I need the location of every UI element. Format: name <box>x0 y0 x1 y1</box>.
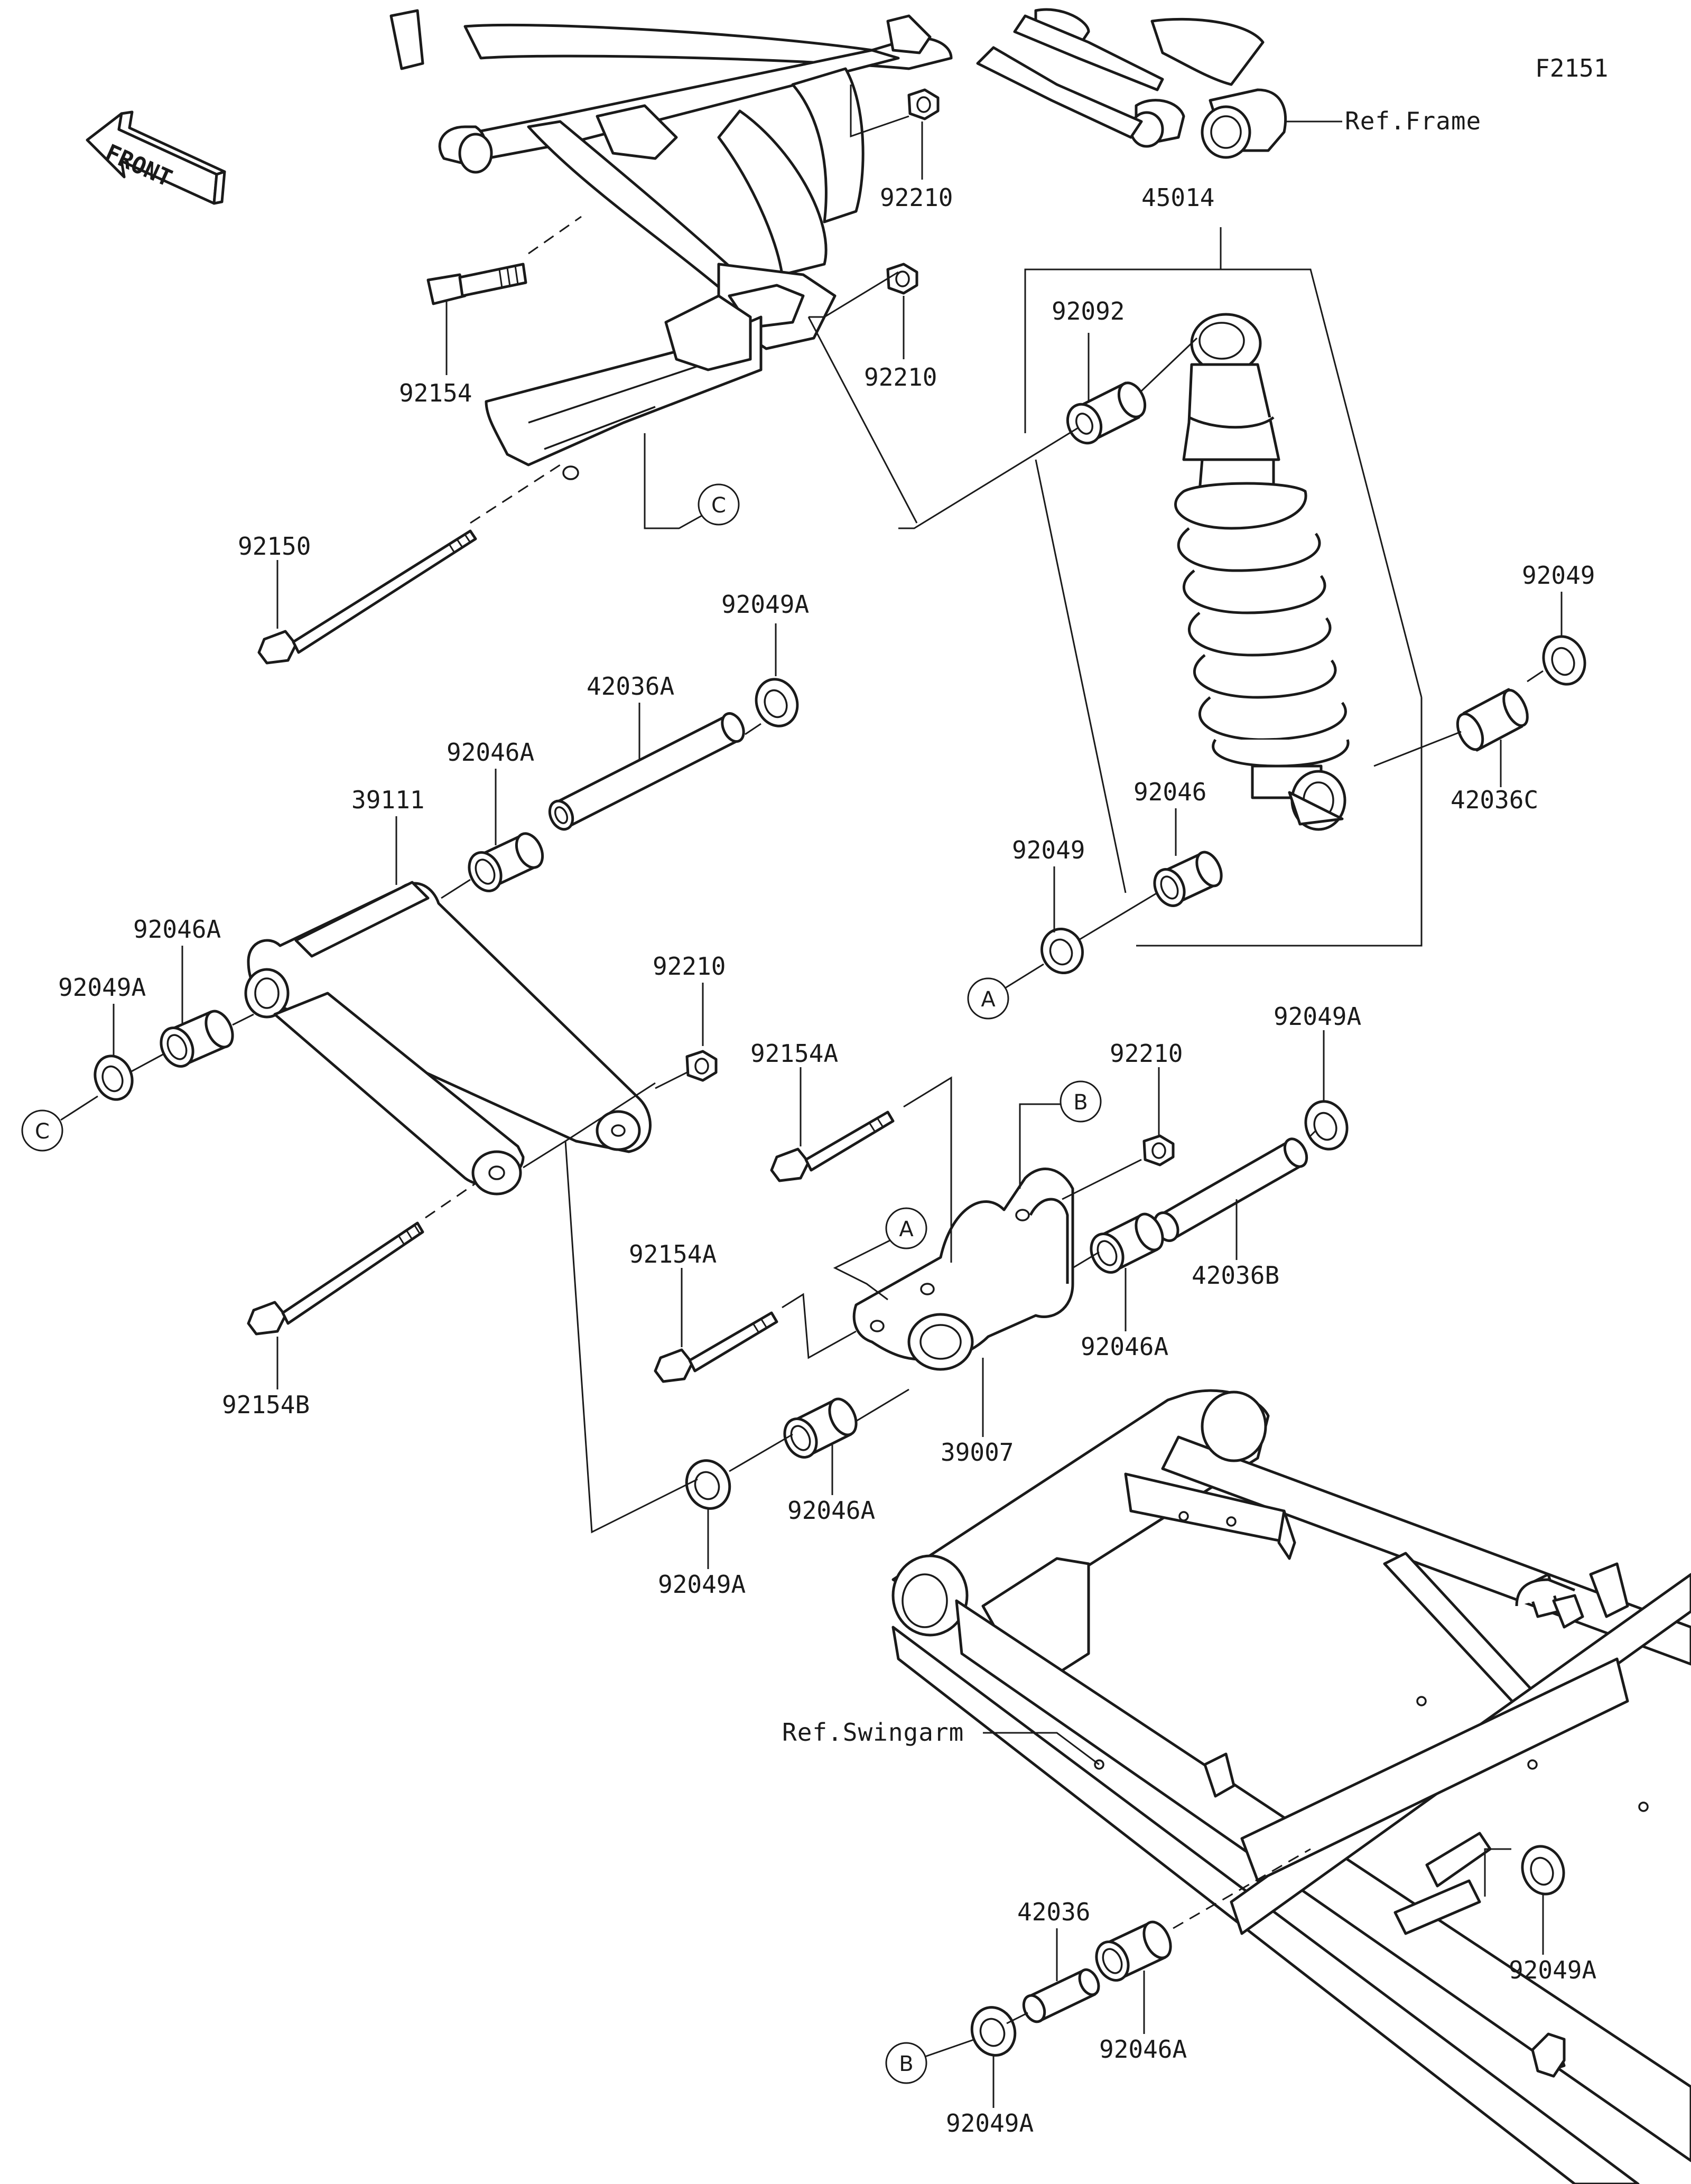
svg-text:A: A <box>899 1217 914 1242</box>
part-label-92150: 92150 <box>238 532 311 561</box>
part-label-92049A-top: 92049A <box>721 590 809 619</box>
part-label-42036: 42036 <box>1017 1898 1090 1926</box>
callout-c-left: C <box>21 1109 63 1152</box>
part-label-92092: 92092 <box>1052 297 1125 325</box>
part-label-92046: 92046 <box>1133 778 1206 806</box>
washer-92049A-left <box>94 1054 134 1101</box>
svg-text:A: A <box>981 987 996 1012</box>
part-label-92049A-swing: 92049A <box>1509 1956 1596 1984</box>
bearing-92046A-low <box>783 1397 858 1459</box>
part-label-92046A-swing: 92046A <box>1099 2035 1187 2064</box>
callout-a-shock: A <box>967 977 1009 1020</box>
bearing-92046-shock <box>1153 851 1223 907</box>
ref-frame-label: Ref.Frame <box>1345 107 1481 135</box>
part-label-92210-top: 92210 <box>880 183 953 212</box>
nut-92210-top <box>907 88 940 120</box>
link-39111 <box>244 881 652 1196</box>
part-label-92049A-left: 92049A <box>58 973 146 1002</box>
part-label-92049A-low: 92049A <box>658 1570 746 1599</box>
collar-42036C <box>1456 688 1529 752</box>
washer-92049A-top <box>755 678 799 727</box>
washer-92049A-swing <box>1521 1845 1565 1896</box>
part-label-92049-shock: 92049 <box>1012 836 1085 864</box>
part-label-42036C: 42036C <box>1451 786 1538 814</box>
part-label-92046A-low: 92046A <box>787 1496 875 1525</box>
part-label-45014: 45014 <box>1141 183 1214 212</box>
shock-absorber <box>1174 313 1350 831</box>
callout-a-rocker: A <box>885 1207 927 1249</box>
bolt-92154-top <box>426 263 527 305</box>
swingarm-assembly <box>891 1389 1691 2184</box>
callout-c-top: C <box>698 483 740 526</box>
part-label-92046A-left: 92046A <box>133 915 221 944</box>
collar-42036 <box>1022 1968 1100 2023</box>
svg-text:C: C <box>35 1119 50 1144</box>
part-label-92154A-top: 92154A <box>750 1039 838 1068</box>
frame-assembly <box>389 8 1287 480</box>
bolt-92154B <box>247 1221 424 1336</box>
front-direction-badge: FRONT <box>86 110 226 205</box>
nut-92210-rocker <box>1142 1134 1175 1166</box>
part-label-92049A-rocker: 92049A <box>1274 1002 1361 1031</box>
washer-92049A-rocker <box>1304 1100 1349 1151</box>
part-label-42036A: 42036A <box>587 672 674 701</box>
part-label-92049A-bottom: 92049A <box>946 2109 1034 2138</box>
part-label-92154A-mid: 92154A <box>629 1240 717 1268</box>
svg-text:C: C <box>711 493 726 518</box>
washer-92049-right <box>1542 635 1586 686</box>
washer-92049A-bottom <box>970 2006 1017 2057</box>
collar-42036B <box>1153 1137 1308 1242</box>
svg-text:B: B <box>1073 1090 1088 1115</box>
svg-text:B: B <box>899 2052 913 2076</box>
part-label-92210-rocker: 92210 <box>1110 1039 1183 1068</box>
bolt-92150 <box>257 529 477 665</box>
bolt-92154A-top <box>770 1110 895 1182</box>
part-label-42036B: 42036B <box>1192 1261 1279 1290</box>
figure-code: F2151 <box>1535 54 1608 82</box>
rocker-arm-39007 <box>852 1168 1074 1371</box>
washer-92049A-low <box>685 1459 731 1510</box>
part-label-92154: 92154 <box>399 379 472 407</box>
part-label-92210-link: 92210 <box>653 952 726 981</box>
collar-42036A <box>548 712 745 831</box>
part-label-92210-mid: 92210 <box>864 363 937 391</box>
ref-swingarm-label: Ref.Swingarm <box>782 1718 964 1747</box>
part-label-92046A-rocker: 92046A <box>1081 1332 1168 1361</box>
part-label-39111: 39111 <box>351 786 424 814</box>
leader-lines <box>60 85 1563 2108</box>
bearing-92046A-link <box>468 832 544 892</box>
nut-92210-mid <box>886 263 918 295</box>
part-label-39007: 39007 <box>941 1438 1014 1467</box>
bolt-92154A-mid <box>654 1311 778 1383</box>
bearing-92046A-swing <box>1095 1920 1172 1982</box>
part-label-92046A-link: 92046A <box>447 738 534 767</box>
part-label-92154B: 92154B <box>222 1390 310 1419</box>
part-label-92049-right: 92049 <box>1522 561 1595 590</box>
bearing-92046A-rocker <box>1090 1212 1164 1274</box>
washer-92049-shock <box>1040 927 1084 975</box>
nut-92210-link <box>685 1050 718 1082</box>
bushing-92092 <box>1066 381 1147 445</box>
callout-b-bottom: B <box>885 2042 927 2084</box>
bearing-92046A-left <box>160 1010 234 1068</box>
callout-b-rocker: B <box>1060 1080 1102 1123</box>
